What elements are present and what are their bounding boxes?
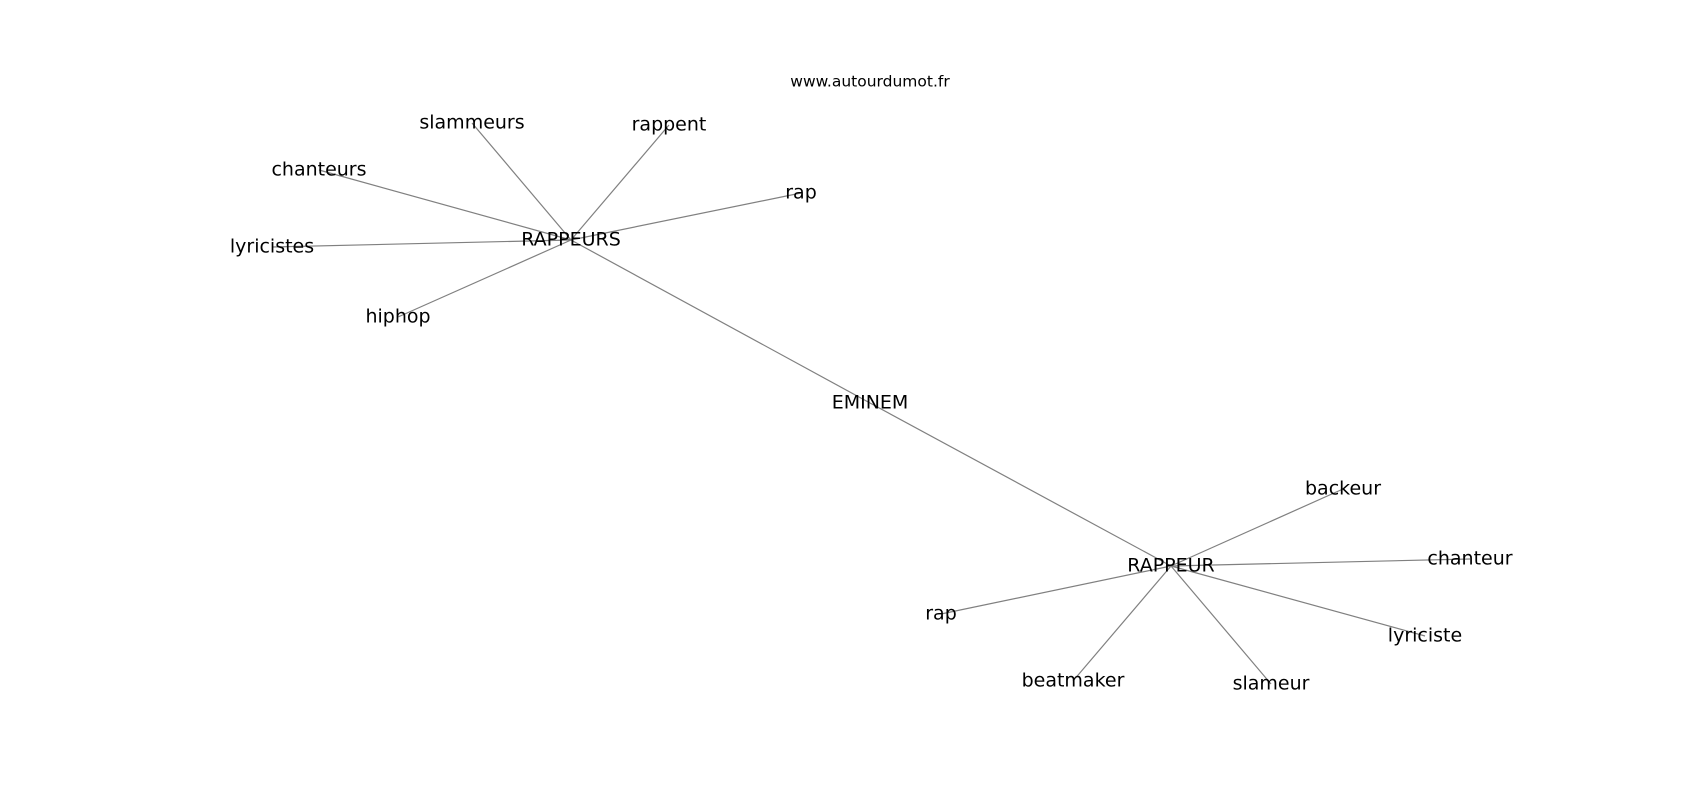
edge-rappeur-backeur: [1170, 488, 1344, 567]
edge-rappeurs-slammeurs: [471, 122, 572, 241]
node-rap-2: rap: [925, 603, 957, 625]
edge-rappeur-rap_2: [940, 565, 1172, 615]
node-beatmaker: beatmaker: [1022, 670, 1125, 692]
watermark-text: www.autourdumot.fr: [790, 73, 950, 91]
node-chanteur: chanteur: [1427, 548, 1512, 570]
edge-rappeurs-chanteurs: [318, 169, 572, 241]
node-lyricistes: lyricistes: [230, 236, 314, 258]
node-backeur: backeur: [1305, 478, 1381, 500]
edge-rappeur-slameur: [1170, 565, 1272, 685]
edge-eminem-rappeurs: [570, 239, 871, 404]
node-hiphop: hiphop: [365, 306, 430, 328]
edge-rappeur-lyriciste: [1170, 565, 1426, 637]
edge-eminem-rappeur: [869, 402, 1172, 567]
node-rappeur: RAPPEUR: [1127, 555, 1214, 577]
node-rappent: rappent: [632, 114, 707, 136]
edge-rappeur-beatmaker: [1072, 565, 1172, 682]
node-slameur: slameur: [1233, 673, 1310, 695]
node-eminem: EMINEM: [832, 392, 909, 414]
node-rappeurs: RAPPEURS: [521, 229, 621, 251]
edge-rappeurs-hiphop: [397, 239, 572, 318]
node-lyriciste: lyriciste: [1388, 625, 1462, 647]
node-rap-1: rap: [785, 182, 817, 204]
node-chanteurs: chanteurs: [271, 159, 366, 181]
nodes-layer: EMINEM RAPPEURS RAPPEUR slammeurs rappent cha…: [230, 112, 1513, 695]
edge-rappeurs-rappent: [570, 124, 670, 241]
edges-layer: [271, 122, 1471, 685]
edge-rappeurs-lyricistes: [271, 239, 572, 248]
node-slammeurs: slammeurs: [419, 112, 524, 134]
edge-rappeurs-rap_1: [570, 192, 802, 241]
edge-rappeur-chanteur: [1170, 558, 1471, 567]
